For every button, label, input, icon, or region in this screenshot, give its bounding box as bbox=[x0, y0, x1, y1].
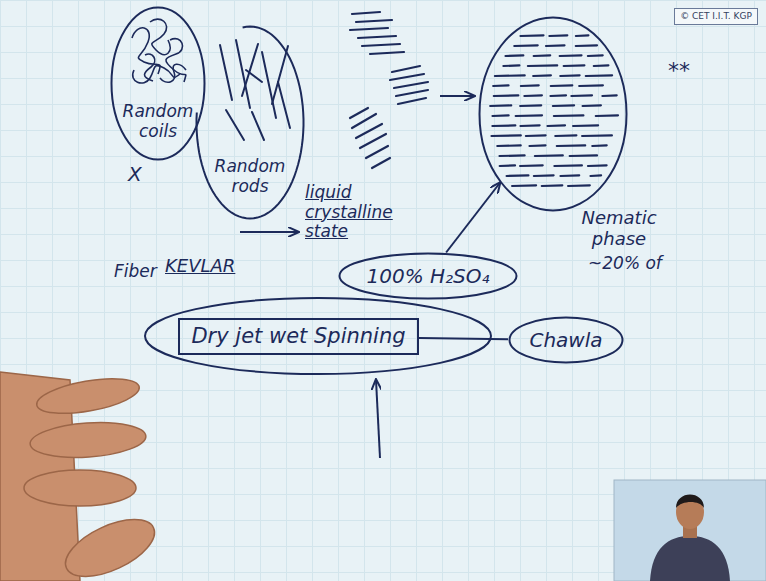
pointer-arrow bbox=[376, 380, 380, 458]
solvent-oval: 100% H₂SO₄ bbox=[338, 252, 518, 300]
node-text: 100% H₂SO₄ bbox=[366, 265, 489, 288]
state-note: liquid crystalline state bbox=[305, 183, 417, 242]
star-mark: ** bbox=[668, 58, 690, 83]
rod-sketch bbox=[220, 40, 290, 140]
connector bbox=[419, 338, 508, 339]
coil-circle: Random coils bbox=[110, 6, 206, 161]
node-text: Chawla bbox=[529, 329, 602, 352]
node-text: Random rods bbox=[195, 157, 305, 196]
hand bbox=[0, 372, 163, 581]
presenter-inset bbox=[614, 480, 766, 581]
pointer-arrow bbox=[240, 231, 298, 233]
node-text: Random coils bbox=[110, 102, 206, 141]
node-text: Dry jet wet Spinning bbox=[191, 324, 405, 348]
node-text: Nematic phase bbox=[570, 208, 668, 249]
nematic-circle: Nematic phase bbox=[478, 16, 628, 212]
pointer-arrow bbox=[440, 95, 474, 97]
rod-circle: Random rods bbox=[195, 25, 305, 220]
node-text: © CET I.I.T. KGP bbox=[680, 11, 752, 21]
domain-sketch bbox=[350, 12, 428, 168]
nematic-sketch bbox=[490, 35, 618, 186]
concentration-note: ~20% of bbox=[588, 254, 662, 274]
process-box: Dry jet wet Spinning bbox=[178, 318, 419, 355]
fiber-name: KEVLAR bbox=[165, 256, 235, 277]
coil-sketch bbox=[132, 19, 186, 83]
cross-mark: X bbox=[128, 163, 142, 186]
node-outline bbox=[478, 16, 628, 212]
grouping-oval bbox=[145, 298, 491, 374]
fiber-label: Fiber bbox=[114, 262, 157, 282]
connector bbox=[446, 183, 500, 253]
reference-oval: Chawla bbox=[508, 316, 624, 364]
logo-box: © CET I.I.T. KGP bbox=[674, 8, 758, 25]
